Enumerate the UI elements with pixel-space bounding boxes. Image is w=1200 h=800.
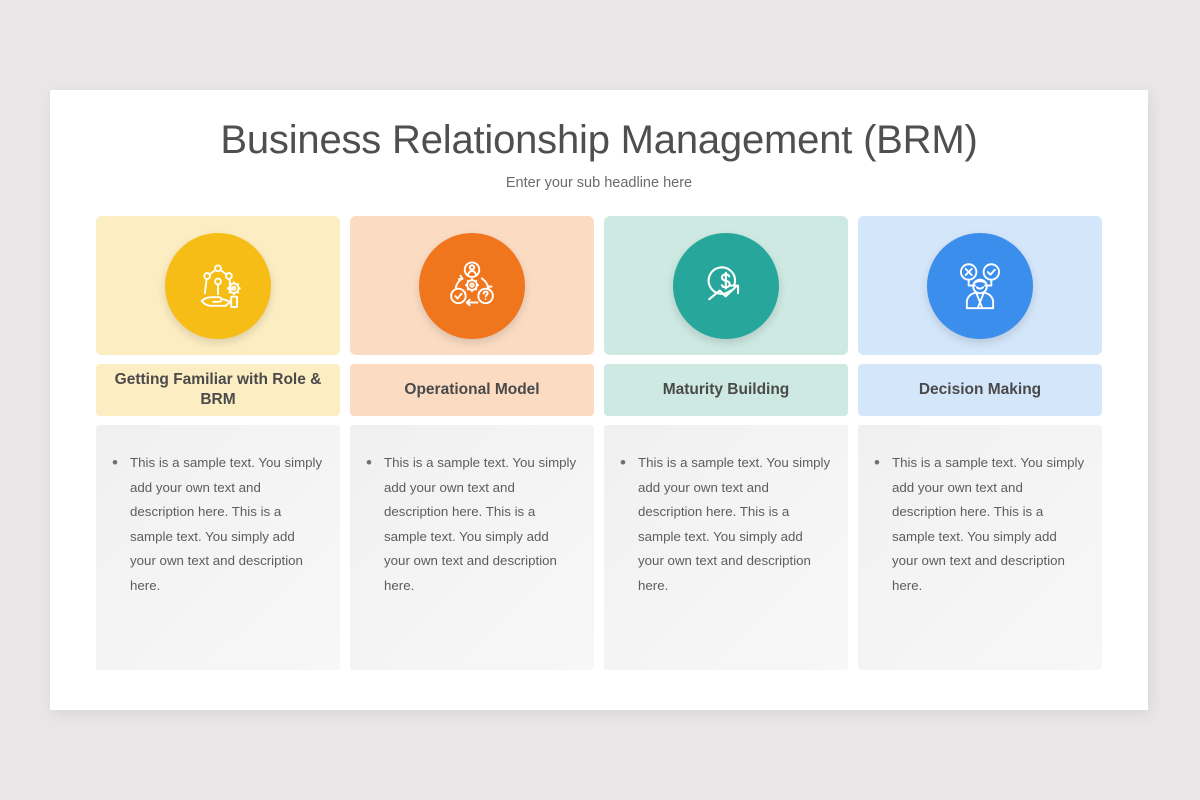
icon-circle-3 [673, 232, 779, 339]
card-title-4: Decision Making [918, 380, 1042, 398]
page-subtitle: Enter your sub headline here [505, 175, 693, 191]
card-getting-familiar[interactable]: Getting Familiar with Role & BRM • This … [96, 216, 340, 670]
card-body-text-1: This is a sample text. You simply add yo… [130, 455, 323, 593]
card-title-3: Maturity Building [662, 380, 790, 398]
card-row: Getting Familiar with Role & BRM • This … [96, 216, 1102, 670]
bullet-icon: • [112, 453, 118, 472]
icon-panel-1 [96, 216, 340, 355]
icon-circle-1 [165, 232, 271, 339]
card-body-2: • This is a sample text. You simply add … [350, 425, 594, 670]
card-operational-model[interactable]: Operational Model • This is a sample tex… [350, 216, 594, 670]
card-title-bar-1: Getting Familiar with Role & BRM [96, 364, 340, 416]
slide-canvas: Business Relationship Management (BRM) E… [50, 90, 1148, 710]
list-item: • This is a sample text. You simply add … [366, 451, 578, 599]
card-body-1: • This is a sample text. You simply add … [96, 425, 340, 670]
icon-circle-2 [419, 232, 525, 339]
person-choice-check-cross-icon [951, 257, 1009, 315]
bullet-icon: • [366, 453, 372, 472]
icon-panel-2 [350, 216, 594, 355]
card-body-text-4: This is a sample text. You simply add yo… [892, 455, 1085, 593]
card-title-bar-3: Maturity Building [604, 364, 848, 416]
card-title-1: Getting Familiar with Role & BRM [114, 370, 322, 408]
card-title-bar-4: Decision Making [858, 364, 1102, 416]
card-maturity-building[interactable]: Maturity Building • This is a sample tex… [604, 216, 848, 670]
icon-circle-4 [927, 232, 1033, 339]
dollar-growth-arrow-icon [697, 257, 755, 315]
icon-panel-3 [604, 216, 848, 355]
card-body-text-3: This is a sample text. You simply add yo… [638, 455, 831, 593]
card-title-2: Operational Model [404, 380, 540, 398]
list-item: • This is a sample text. You simply add … [112, 451, 324, 599]
page-title: Business Relationship Management (BRM) [220, 118, 978, 162]
bullet-icon: • [874, 453, 880, 472]
bullet-icon: • [620, 453, 626, 472]
list-item: • This is a sample text. You simply add … [620, 451, 832, 599]
card-body-text-2: This is a sample text. You simply add yo… [384, 455, 577, 593]
hand-network-gear-icon [189, 257, 247, 315]
card-decision-making[interactable]: Decision Making • This is a sample text.… [858, 216, 1102, 670]
icon-panel-4 [858, 216, 1102, 355]
cycle-person-question-check-icon [443, 257, 501, 315]
card-body-3: • This is a sample text. You simply add … [604, 425, 848, 670]
list-item: • This is a sample text. You simply add … [874, 451, 1086, 599]
card-body-4: • This is a sample text. You simply add … [858, 425, 1102, 670]
card-title-bar-2: Operational Model [350, 364, 594, 416]
